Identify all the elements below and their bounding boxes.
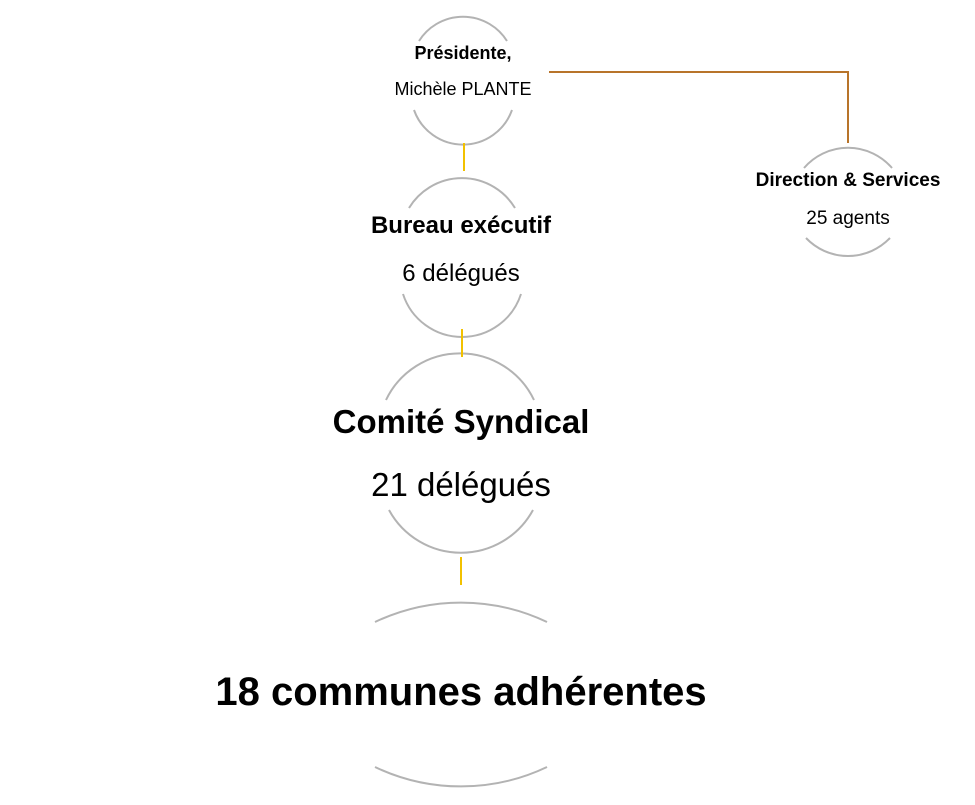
communes-title: 18 communes adhérentes	[215, 670, 707, 714]
presidente-title: Présidente,	[414, 43, 512, 63]
presidente-arc-top	[418, 15, 508, 42]
presidente-arc-bottom	[413, 109, 513, 146]
comite-title: Comité Syndical	[332, 403, 590, 440]
communes-arc-bottom	[374, 766, 548, 788]
comite-count: 21 délégués	[371, 466, 551, 503]
direction-title: Direction & Services	[755, 170, 941, 191]
direction-count: 25 agents	[806, 208, 890, 229]
node-direction-services: Direction & Services 25 agents	[756, 171, 941, 228]
direction-arc-top	[803, 146, 893, 169]
node-comite-syndical: Comité Syndical 21 délégués	[333, 405, 590, 501]
comite-arc-top	[385, 352, 535, 401]
bureau-title: Bureau exécutif	[370, 212, 552, 239]
connector-presidente-direction	[549, 71, 849, 143]
bureau-arc-top	[408, 177, 516, 209]
node-bureau-executif: Bureau exécutif 6 délégués	[371, 214, 551, 286]
comite-arc-bottom	[388, 509, 534, 554]
bureau-count: 6 délégués	[402, 260, 520, 287]
node-communes-adherentes: 18 communes adhérentes	[215, 672, 706, 712]
node-presidente: Présidente, Michèle PLANTE	[394, 44, 531, 98]
communes-arc-top	[374, 601, 548, 623]
direction-arc-bottom	[805, 237, 891, 257]
presidente-name: Michèle PLANTE	[394, 79, 532, 99]
